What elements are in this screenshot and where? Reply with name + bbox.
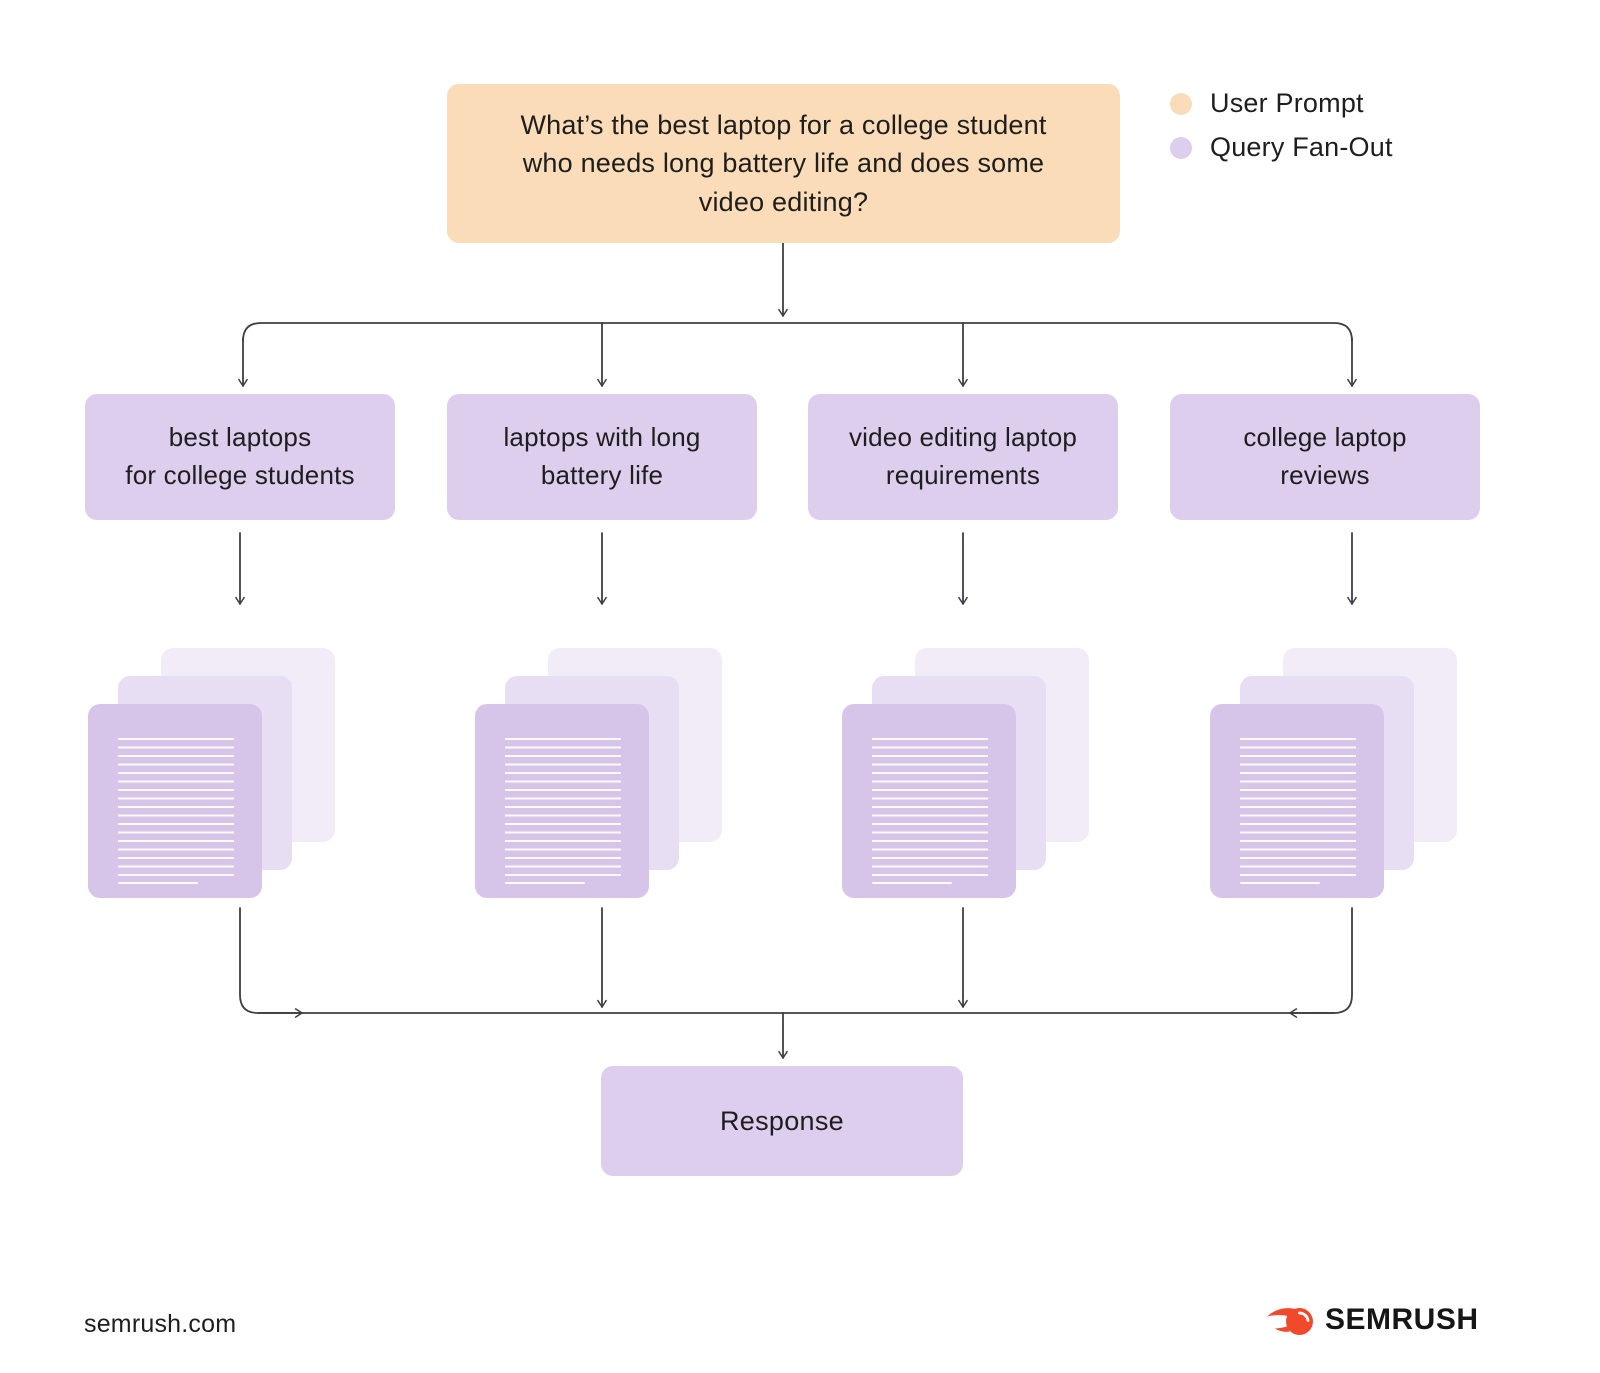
document-icon-front: [1210, 704, 1384, 898]
legend-dot-query-fanout-icon: [1170, 136, 1192, 159]
query-box-best-laptops: best laptops for college students: [85, 394, 395, 520]
document-text-line-short: [118, 882, 198, 884]
document-text-lines: [1240, 738, 1356, 877]
document-text-lines: [118, 738, 234, 877]
legend-dot-user-prompt-icon: [1170, 92, 1192, 115]
semrush-logo: SEMRUSH: [1266, 1302, 1479, 1338]
document-text-lines: [505, 738, 621, 877]
document-stack: [88, 648, 336, 900]
document-text-line-short: [1240, 882, 1320, 884]
legend-label-user-prompt: User Prompt: [1210, 88, 1364, 118]
document-text-line-short: [505, 882, 585, 884]
legend-item-user-prompt: User Prompt: [1170, 88, 1393, 119]
response-label: Response: [720, 1105, 844, 1136]
user-prompt-box: What’s the best laptop for a college stu…: [447, 84, 1120, 243]
document-icon-front: [475, 704, 649, 898]
query-box-video-editing: video editing laptop requirements: [808, 394, 1118, 520]
document-stack: [842, 648, 1090, 900]
query-box-college-reviews: college laptop reviews: [1170, 394, 1480, 520]
query-box-battery-life: laptops with long battery life: [447, 394, 757, 520]
legend-label-query-fanout: Query Fan-Out: [1210, 132, 1393, 162]
semrush-logo-text: SEMRUSH: [1325, 1303, 1479, 1336]
user-prompt-text: What’s the best laptop for a college stu…: [520, 110, 1047, 217]
fanout-rail: [242, 322, 1353, 342]
legend: User Prompt Query Fan-Out: [1170, 88, 1393, 163]
semrush-fireball-icon: [1267, 1308, 1313, 1335]
footer-site-url: semrush.com: [84, 1310, 237, 1338]
document-text-line-short: [872, 882, 952, 884]
query-label: laptops with long battery life: [503, 422, 701, 490]
document-stack: [475, 648, 723, 900]
document-text-lines: [872, 738, 988, 877]
document-icon-front: [88, 704, 262, 898]
arrow-docs-1-to-merge: [239, 907, 303, 1018]
legend-item-query-fanout: Query Fan-Out: [1170, 132, 1393, 163]
arrow-docs-4-to-merge: [1289, 907, 1353, 1018]
query-label: video editing laptop requirements: [848, 422, 1078, 490]
response-box: Response: [601, 1066, 963, 1176]
query-label: best laptops for college students: [125, 422, 355, 490]
document-stack: [1210, 648, 1458, 900]
query-label: college laptop reviews: [1243, 422, 1407, 490]
document-icon-front: [842, 704, 1016, 898]
